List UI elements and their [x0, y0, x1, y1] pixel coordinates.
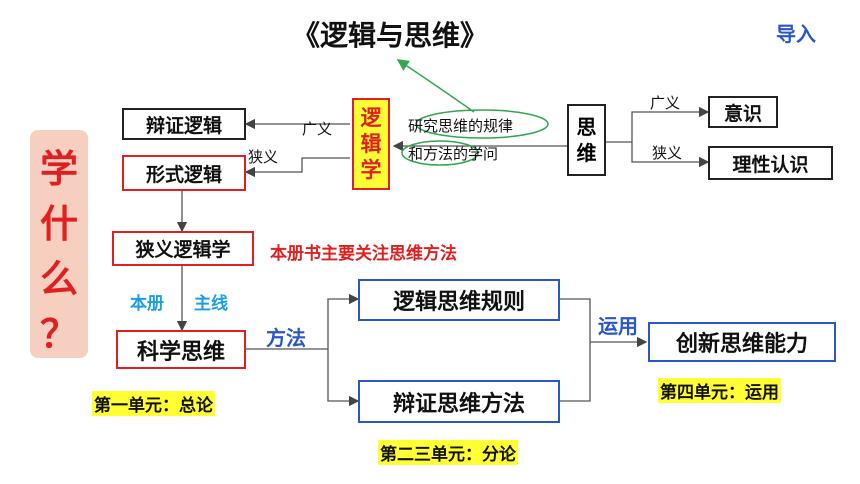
logic-char: 逻: [360, 106, 382, 130]
arrow-scientific-to-methods: [327, 349, 360, 407]
apply-label: 运用: [598, 314, 638, 338]
main-line-label-b: 主线: [194, 294, 228, 314]
logic-char: 辑: [360, 132, 382, 156]
arrow-thinking-to-consciousness: [606, 106, 710, 143]
narrow-label-left: 狭义: [248, 148, 279, 166]
formal-logic-box: 形式逻辑: [122, 155, 246, 191]
side-question-char: 什: [39, 202, 78, 246]
unit1-label: 第一单元：总论: [92, 391, 215, 416]
definition-line-1: 研究思维的规律: [408, 117, 514, 135]
main-line-label-a: 本册: [130, 294, 164, 314]
definition-line-2: 和方法的学问: [408, 145, 499, 163]
logic-rules-box: 逻辑思维规则: [358, 279, 560, 321]
arrow-methods-to-merge: [560, 342, 591, 402]
thinking-char: 思: [576, 115, 597, 139]
unit4-label: 第四单元：运用: [658, 378, 781, 403]
arrow-thinking-to-rational: [631, 142, 710, 168]
thinking-char: 维: [576, 141, 597, 165]
logic-box: 逻 辑 学: [352, 98, 390, 190]
side-question-panel: 学 什 么 ？: [30, 130, 88, 358]
arrow-rules-to-merge: [560, 298, 591, 342]
scientific-thinking-box: 科学思维: [116, 330, 246, 369]
side-question-char: 学: [39, 147, 78, 191]
narrow-label-right: 狭义: [652, 144, 683, 162]
consciousness-box: 意识: [708, 96, 778, 128]
unit23-label: 第二三单元：分论: [378, 440, 518, 465]
logic-char: 学: [360, 158, 382, 182]
arrow-logic-to-formal: [244, 157, 350, 178]
broad-label-right: 广义: [650, 94, 681, 112]
annotation-arrow-to-title: [396, 59, 475, 113]
focus-note: 本册书主要关注思维方法: [270, 244, 457, 264]
method-label: 方法: [266, 326, 306, 350]
method-circle-annotation: [401, 140, 479, 166]
thinking-box: 思 维: [567, 104, 606, 176]
page-title: 《逻辑与思维》: [292, 19, 489, 52]
dialectical-methods-box: 辩证思维方法: [358, 380, 560, 423]
thinking-circle-annotation: [415, 109, 549, 139]
arrow-scientific-to-rules: [246, 293, 360, 350]
rational-cognition-box: 理性认识: [708, 146, 833, 180]
side-question-char: 么: [39, 257, 78, 301]
innovation-box: 创新思维能力: [648, 322, 836, 362]
dialectical-logic-box: 辩证逻辑: [122, 108, 246, 140]
intro-tag: 导入: [776, 22, 816, 46]
broad-label-left: 广义: [302, 120, 333, 138]
narrow-logic-box: 狭义逻辑学: [112, 231, 254, 266]
side-question-char: ？: [39, 312, 78, 356]
